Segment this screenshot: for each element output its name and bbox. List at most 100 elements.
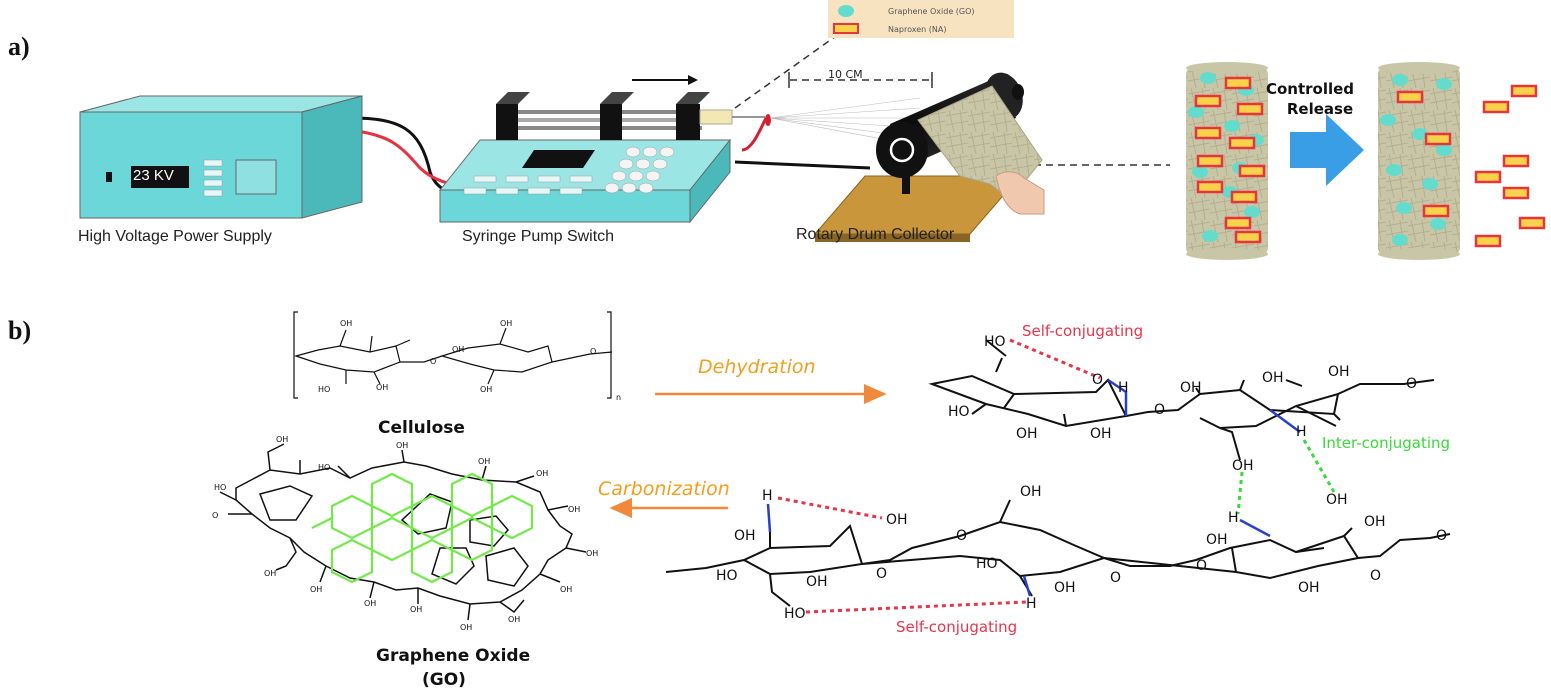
go-particle (1436, 78, 1452, 90)
svg-text:OH: OH (1180, 380, 1202, 396)
release-label-line2: Release (1287, 100, 1353, 118)
svg-text:OH: OH (478, 457, 490, 466)
svg-text:OH: OH (1328, 364, 1350, 380)
svg-text:OH: OH (1054, 580, 1076, 596)
self-conjugating-label-bottom: Self-conjugating (896, 618, 1018, 636)
go-label-line2: (GO) (422, 670, 466, 690)
naproxen-particle (1230, 190, 1258, 204)
go-particle (1412, 128, 1428, 140)
svg-text:OH: OH (276, 435, 288, 444)
naproxen-particle (1238, 164, 1266, 178)
svg-text:H: H (1228, 510, 1239, 526)
svg-text:OH: OH (886, 512, 908, 528)
naproxen-particle (1234, 230, 1262, 244)
svg-text:OH: OH (1020, 484, 1042, 500)
svg-text:O: O (1436, 528, 1447, 544)
naproxen-particle (1194, 94, 1222, 108)
go-particle (1392, 74, 1408, 86)
svg-text:HO: HO (214, 483, 226, 492)
release-arrow (1290, 114, 1364, 186)
graphene-oxide-structure (219, 443, 587, 621)
hydrogen-bonded-dimer-top (928, 339, 1435, 461)
syringe-pump (438, 75, 771, 224)
naproxen-particle (1228, 136, 1256, 150)
svg-text:H: H (1296, 424, 1307, 440)
naproxen-particle (1422, 204, 1450, 218)
svg-text:O: O (1092, 372, 1103, 388)
inter-conjugating-bond-2 (1302, 439, 1336, 493)
naproxen-particle (1502, 154, 1530, 168)
graphene-core-rings (311, 472, 534, 584)
naproxen-particle (1196, 154, 1224, 168)
self-conjugating-bond-bottom-1 (777, 496, 883, 520)
dimer-top-atom-labels: HO O H HO OH OH O OH OH OH O H OH OH (948, 334, 1417, 508)
inter-conjugating-label: Inter-conjugating (1322, 434, 1451, 452)
go-particle (1386, 164, 1402, 176)
svg-text:OH: OH (500, 319, 512, 328)
go-particle (1188, 106, 1204, 118)
self-conjugating-bond-bottom-2 (805, 600, 1027, 614)
svg-text:HO: HO (318, 463, 330, 472)
blue-bond-bottom-2 (1022, 575, 1032, 597)
naproxen-particle (1236, 102, 1264, 116)
cellulose-label: Cellulose (378, 418, 465, 438)
legend-go-marker (838, 5, 854, 17)
svg-text:OH: OH (560, 585, 572, 594)
svg-text:O: O (876, 566, 887, 582)
svg-text:HO: HO (318, 385, 330, 394)
inter-conjugating-bond-1 (1236, 471, 1244, 515)
naproxen-particles-before (1194, 76, 1266, 244)
naproxen-particle (1474, 234, 1502, 248)
svg-text:HO: HO (784, 606, 806, 622)
blue-bond-top-2 (1269, 408, 1301, 434)
naproxen-particle (1224, 76, 1252, 90)
dehydration-label: Dehydration (698, 356, 816, 378)
go-particle (1380, 114, 1396, 126)
svg-text:O: O (430, 357, 436, 366)
go-particle (1436, 144, 1452, 156)
svg-text:OH: OH (806, 574, 828, 590)
svg-text:OH: OH (376, 383, 388, 392)
svg-text:OH: OH (1232, 458, 1254, 474)
svg-text:OH: OH (480, 385, 492, 394)
svg-text:O: O (212, 511, 218, 520)
naproxen-particles-after (1396, 90, 1452, 218)
legend-go-text: Graphene Oxide (GO) (888, 7, 975, 16)
go-particle (1244, 206, 1260, 218)
naproxen-particle (1482, 100, 1510, 114)
svg-text:H: H (1118, 380, 1129, 396)
svg-text:HO: HO (948, 404, 970, 420)
svg-text:OH: OH (410, 605, 422, 614)
drum-collector-caption: Rotary Drum Collector (796, 226, 955, 243)
self-conjugating-bond-top (1009, 338, 1101, 380)
carbonization-label: Carbonization (598, 478, 730, 500)
svg-text:OH: OH (1016, 426, 1038, 442)
syringe-pump-caption: Syringe Pump Switch (462, 228, 615, 245)
cellulose-atom-labels: OH HO OH O OH OH OH O n (318, 319, 621, 402)
distance-label: 10 CM (828, 68, 863, 81)
svg-text:HO: HO (976, 556, 998, 572)
go-label-line1: Graphene Oxide (376, 646, 531, 666)
panel-a-label: a) (8, 32, 30, 61)
rotary-drum-collector (813, 72, 1045, 242)
svg-text:OH: OH (1364, 514, 1386, 530)
svg-text:O: O (1154, 402, 1165, 418)
go-particle (1396, 202, 1412, 214)
svg-text:OH: OH (340, 319, 352, 328)
svg-text:O: O (1406, 376, 1417, 392)
svg-text:O: O (956, 528, 967, 544)
svg-text:OH: OH (1326, 492, 1348, 508)
blue-bond-bottom-1 (766, 503, 772, 533)
blue-bond-top-1 (1107, 378, 1128, 416)
power-supply-caption: High Voltage Power Supply (78, 228, 272, 245)
naproxen-particle (1224, 216, 1252, 230)
release-label-line1: Controlled (1266, 80, 1354, 98)
svg-text:OH: OH (568, 505, 580, 514)
go-particle (1224, 120, 1240, 132)
svg-text:OH: OH (1298, 580, 1320, 596)
svg-text:OH: OH (460, 623, 472, 632)
naproxen-particle (1518, 216, 1546, 230)
svg-text:OH: OH (586, 549, 598, 558)
svg-text:OH: OH (1090, 426, 1112, 442)
